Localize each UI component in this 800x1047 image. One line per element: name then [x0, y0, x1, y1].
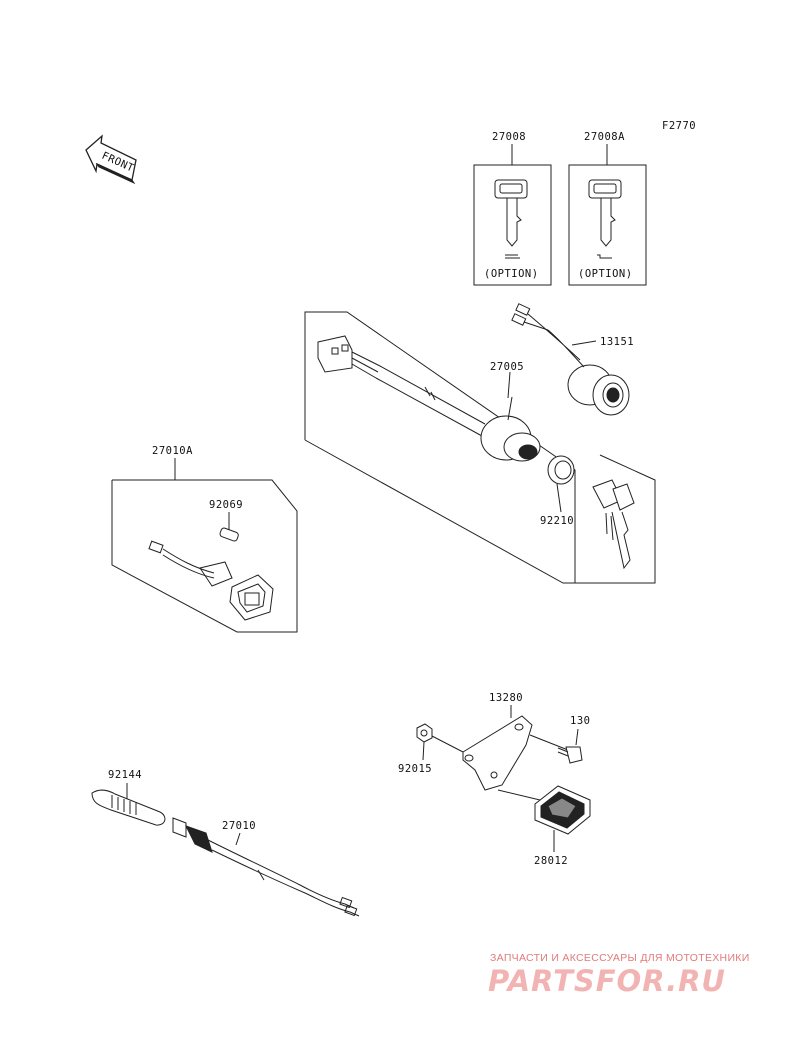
watermark-logo: PARTSFOR.RU — [488, 964, 726, 998]
figure-code: F2770 — [662, 120, 696, 132]
label-28012: 28012 — [534, 855, 568, 867]
bracket — [462, 705, 574, 801]
leader-27005 — [507, 371, 511, 399]
label-92015: 92015 — [398, 763, 432, 775]
ring-nut — [547, 455, 575, 513]
watermark-tagline: ЗАПЧАСТИ И АКСЕССУАРЫ ДЛЯ МОТОТЕХНИКИ — [490, 952, 750, 964]
key-27008-box — [473, 144, 552, 286]
nut — [416, 723, 464, 761]
switch-connector — [317, 335, 486, 437]
plate — [534, 785, 591, 852]
label-27010: 27010 — [222, 820, 256, 832]
label-13280: 13280 — [489, 692, 523, 704]
label-27010a: 27010A — [152, 445, 193, 457]
wire-harness — [172, 817, 360, 917]
label-27008: 27008 — [492, 131, 526, 143]
switch-keys — [592, 479, 635, 570]
label-13151: 13151 — [600, 336, 634, 348]
cable-sleeve — [91, 783, 166, 826]
front-arrow-icon — [85, 134, 137, 185]
ignition-switch-body — [480, 396, 541, 462]
box-27010a — [111, 458, 298, 633]
key-27008a-box — [568, 144, 647, 286]
bulb — [219, 512, 239, 542]
indicator-light — [148, 540, 274, 621]
label-92210: 92210 — [540, 515, 574, 527]
label-92069: 92069 — [209, 499, 243, 511]
option-label-a: (OPTION) — [484, 268, 539, 280]
label-27008a: 27008A — [584, 131, 625, 143]
label-92144: 92144 — [108, 769, 142, 781]
label-27005: 27005 — [490, 361, 524, 373]
label-130: 130 — [570, 715, 590, 727]
bolt — [557, 728, 583, 764]
option-label-b: (OPTION) — [578, 268, 633, 280]
lock-cover — [511, 303, 630, 416]
switch-assembly-frame — [304, 311, 656, 584]
